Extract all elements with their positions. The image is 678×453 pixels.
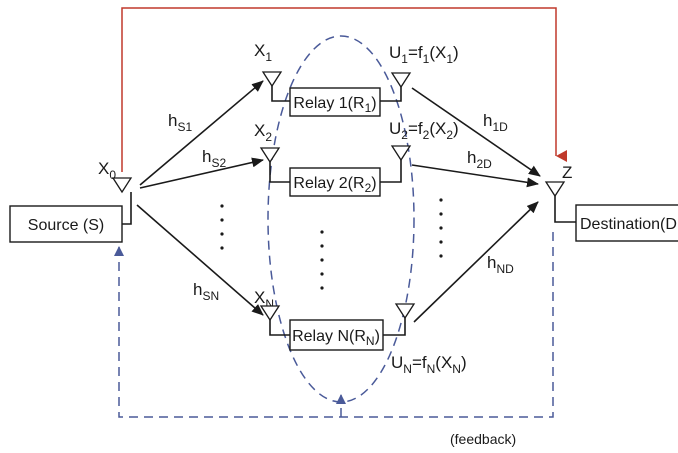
relayn-box xyxy=(289,319,384,351)
relay2-tx-antenna-icon xyxy=(390,145,412,162)
ellipsis-dots-source-side xyxy=(220,204,224,250)
relay2-rx-feed xyxy=(269,162,290,183)
h-nd-label: hND xyxy=(487,253,514,276)
un-label: UN=fN(XN) xyxy=(391,353,467,376)
relay1-box xyxy=(289,87,381,117)
z-label: Z xyxy=(562,163,572,182)
relayn-rx-feed xyxy=(269,320,290,336)
u2-label: U2=f2(X2) xyxy=(389,119,459,142)
link-s-r2 xyxy=(139,157,264,189)
relay2-tx-feed xyxy=(380,160,402,183)
destination-antenna-icon xyxy=(544,181,566,198)
x2-label: X2 xyxy=(254,121,272,144)
relay1-label: Relay 1(R1) xyxy=(293,95,376,115)
link-rn-d xyxy=(413,201,539,323)
relayn-tx-feed xyxy=(383,318,406,336)
relay1-tx-feed xyxy=(380,87,402,102)
h-s1-label: hS1 xyxy=(168,111,192,134)
relay1-rx-feed xyxy=(271,86,290,102)
xn-label: XN xyxy=(254,288,274,311)
destination-antenna-feed xyxy=(554,196,576,223)
source-antenna-feed xyxy=(122,192,132,225)
link-r1-d xyxy=(411,87,541,177)
u1-label: U1=f1(X1) xyxy=(389,43,459,66)
ellipsis-dots-destination-side xyxy=(439,198,443,258)
x1-label: X1 xyxy=(254,41,272,64)
destination-label: Destination(D xyxy=(580,216,677,233)
relay2-rx-antenna-icon xyxy=(259,147,281,164)
source-antenna-icon xyxy=(111,177,133,194)
link-r2-d xyxy=(411,164,539,188)
relayn-tx-antenna-icon xyxy=(394,303,416,320)
direct-link-arrow xyxy=(121,7,567,172)
x0-label: X0 xyxy=(98,159,116,182)
feedback-path xyxy=(114,232,554,418)
relayn-label: Relay N(RN) xyxy=(292,328,380,348)
ellipsis-dots-relay-side xyxy=(320,230,324,290)
h-s2-label: hS2 xyxy=(202,147,226,170)
link-s-r1 xyxy=(139,80,264,186)
relay1-rx-antenna-icon xyxy=(261,71,283,88)
destination-box xyxy=(575,204,678,242)
source-box xyxy=(9,205,123,243)
h-sn-label: hSN xyxy=(193,280,219,303)
relay1-tx-antenna-icon xyxy=(390,72,412,89)
h-2d-label: h2D xyxy=(467,148,492,171)
h-1d-label: h1D xyxy=(483,111,508,134)
source-label: Source (S) xyxy=(28,217,104,234)
feedback-label: (feedback) xyxy=(450,431,516,447)
relay2-label: Relay 2(R2) xyxy=(293,175,376,195)
relayn-rx-antenna-icon xyxy=(259,305,281,322)
link-s-rn xyxy=(136,204,264,316)
